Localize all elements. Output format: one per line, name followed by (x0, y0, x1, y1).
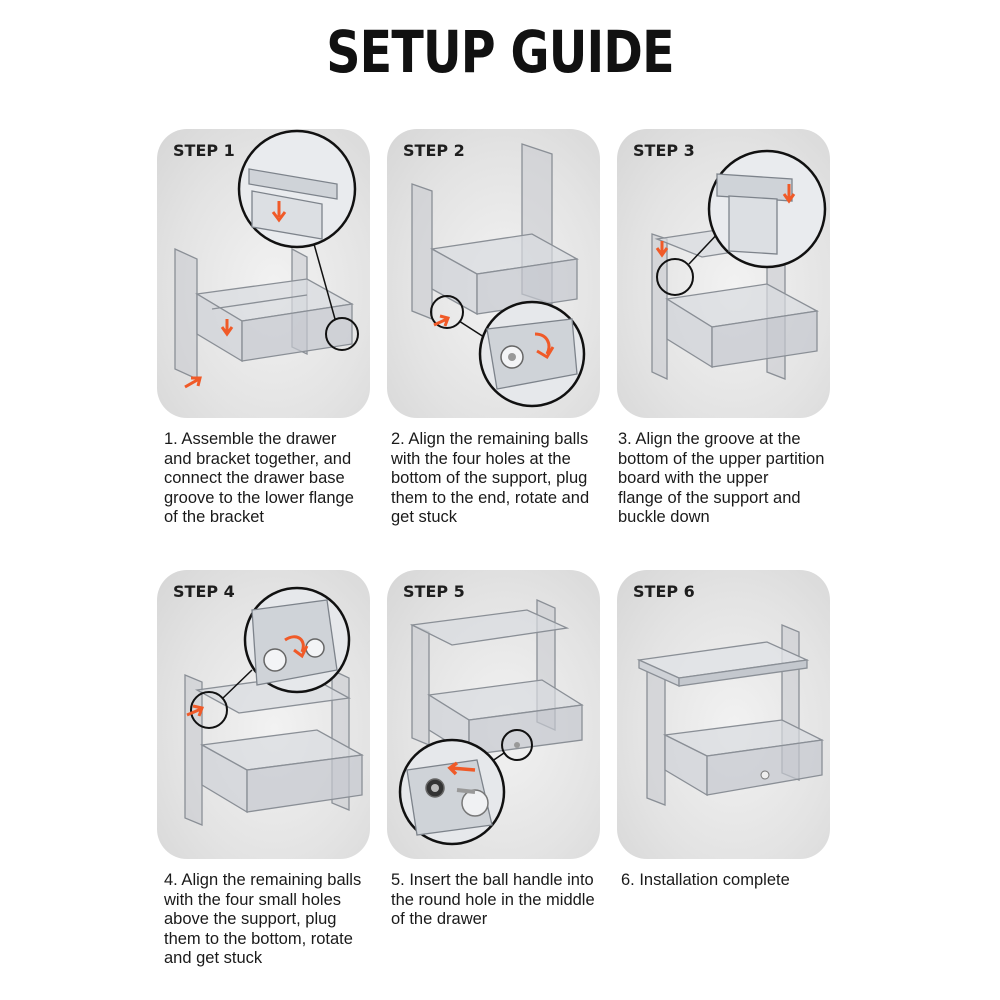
step-4-image: STEP 4 (157, 570, 370, 859)
description-line: flange of the support and (618, 488, 801, 507)
step-4-label: STEP 4 (173, 582, 235, 601)
step-6-description: 6. Installation complete (621, 871, 843, 891)
description-line: 1. Assemble the drawer (164, 430, 337, 448)
step-4-description: 4. Align the remaining balls with the fo… (164, 871, 386, 969)
step-2-label: STEP 2 (403, 141, 465, 160)
description-line: and get stuck (164, 949, 263, 967)
description-line: 5. Insert the ball handle into (391, 871, 594, 889)
step-5-image: STEP 5 (387, 570, 600, 859)
step-5-description: 5. Insert the ball handle into the round… (391, 871, 613, 930)
description-line: bottom of the upper partition (618, 449, 825, 468)
description-line: get stuck (391, 508, 458, 526)
step-6-label: STEP 6 (633, 582, 695, 601)
step-1-image: STEP 1 (157, 129, 370, 418)
description-line: the round hole in the middle (391, 890, 595, 909)
description-line: of the drawer (391, 910, 488, 928)
description-line: 6. Installation complete (621, 871, 790, 889)
description-line: 2. Align the remaining balls (391, 430, 589, 448)
description-line: connect the drawer base (164, 469, 345, 487)
description-line: of the bracket (164, 508, 264, 526)
description-line: 3. Align the groove at the (618, 430, 801, 448)
step-5-illustration (398, 598, 584, 846)
description-line: bottom of the support, plug (391, 469, 588, 487)
description-line: 4. Align the remaining balls (164, 871, 362, 889)
step-3-description: 3. Align the groove at the bottom of the… (618, 430, 840, 528)
description-line: above the support, plug (164, 910, 337, 928)
description-line: them to the end, rotate and (391, 488, 590, 507)
step-1-description: 1. Assemble the drawer and bracket toget… (164, 430, 386, 528)
step-3-image: STEP 3 (617, 129, 830, 418)
description-line: and bracket together, and (164, 449, 352, 468)
step-6-illustration (636, 624, 825, 806)
description-line: with the four small holes (164, 890, 341, 909)
step-2-image: STEP 2 (387, 129, 600, 418)
description-line: them to the bottom, rotate (164, 929, 353, 948)
step-3-label: STEP 3 (633, 141, 695, 160)
page-title: SETUP GUIDE (326, 18, 674, 86)
step-1-illustration (174, 129, 359, 389)
description-line: board with the upper (618, 469, 769, 487)
step-1-label: STEP 1 (173, 141, 235, 160)
description-line: buckle down (618, 508, 710, 526)
step-5-label: STEP 5 (403, 582, 465, 601)
step-2-description: 2. Align the remaining balls with the fo… (391, 430, 613, 528)
description-line: with the four holes at the (391, 449, 571, 468)
description-line: groove to the lower flange (164, 488, 354, 507)
step-6-image: STEP 6 (617, 570, 830, 859)
step-2-illustration (411, 143, 586, 408)
step-4-illustration (184, 586, 365, 826)
step-3-illustration (651, 149, 827, 381)
